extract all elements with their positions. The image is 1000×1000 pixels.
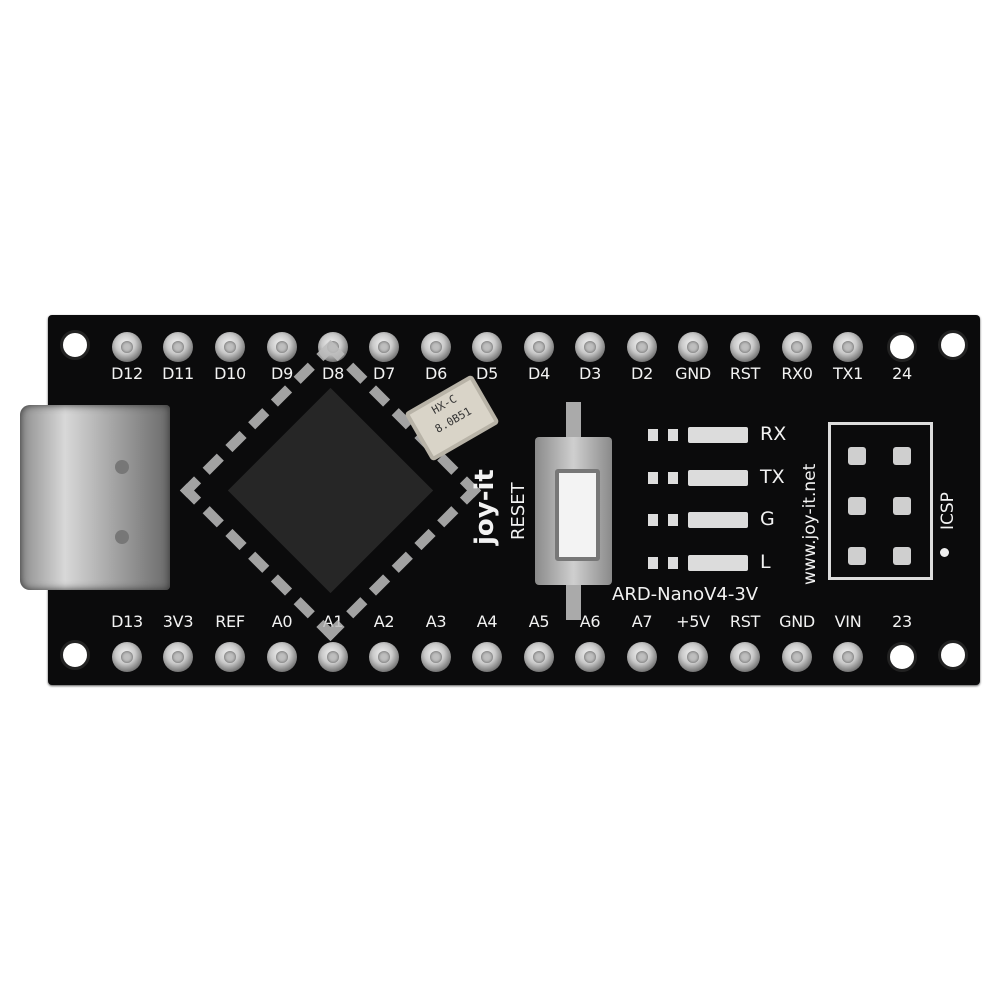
- header-pin: [318, 642, 348, 672]
- header-pin: [472, 642, 502, 672]
- pin-label: VIN: [834, 612, 862, 631]
- pin-label: +5V: [676, 612, 710, 631]
- header-pin: [369, 642, 399, 672]
- mounting-hole: [60, 330, 90, 360]
- header-pin: [627, 332, 657, 362]
- button-lead: [566, 402, 581, 438]
- header-pin: [318, 332, 348, 362]
- status-led: [688, 512, 748, 528]
- pin-label: D10: [214, 364, 246, 383]
- mounting-hole: [938, 640, 968, 670]
- pin-label: A6: [579, 612, 601, 631]
- pin-label: TX1: [832, 364, 864, 383]
- header-pin: [421, 332, 451, 362]
- usb-screw: [115, 530, 129, 544]
- pin-label: REF: [215, 612, 245, 631]
- header-pin: [524, 332, 554, 362]
- header-pin: [730, 642, 760, 672]
- pin-label: D9: [271, 364, 293, 383]
- pin-label: A3: [425, 612, 447, 631]
- header-pin: [215, 332, 245, 362]
- header-pin: [678, 332, 708, 362]
- header-pin: [627, 642, 657, 672]
- arduino-nano-board: [48, 315, 980, 685]
- reset-button-cap[interactable]: [555, 469, 600, 561]
- button-lead: [566, 584, 581, 620]
- header-pin: [215, 642, 245, 672]
- header-pin: [730, 332, 760, 362]
- header-pin: [112, 332, 142, 362]
- pin-label: D12: [111, 364, 143, 383]
- header-pin: [678, 642, 708, 672]
- header-pin: [112, 642, 142, 672]
- usb-c-connector: [20, 405, 170, 590]
- pin-label: D13: [111, 612, 143, 631]
- pin-label: D5: [476, 364, 498, 383]
- pin-label: D11: [162, 364, 194, 383]
- pin-label: 24: [892, 364, 912, 383]
- pin-label: RX0: [781, 364, 813, 383]
- pin-label: D3: [579, 364, 601, 383]
- header-pin: [163, 642, 193, 672]
- header-pin: [472, 332, 502, 362]
- pin-label: D7: [373, 364, 395, 383]
- status-led: [688, 470, 748, 486]
- pin-hole: [887, 332, 917, 362]
- reset-button[interactable]: [535, 437, 612, 585]
- pin-label: 3V3: [162, 612, 194, 631]
- pin-label: D4: [528, 364, 550, 383]
- pin-label: A1: [322, 612, 344, 631]
- pin-label: GND: [675, 364, 711, 383]
- led-label: L: [760, 551, 771, 573]
- pin-label: A2: [373, 612, 395, 631]
- pin-label: GND: [779, 612, 815, 631]
- pin-label: D8: [322, 364, 344, 383]
- mounting-hole: [60, 640, 90, 670]
- header-pin: [782, 642, 812, 672]
- icsp-header: [828, 422, 933, 580]
- pin-label: D6: [425, 364, 447, 383]
- pin1-marker: [940, 548, 949, 557]
- pin-label: RST: [729, 612, 761, 631]
- pin-label: A7: [631, 612, 653, 631]
- pin-label: D2: [631, 364, 653, 383]
- header-pin: [267, 642, 297, 672]
- model-label: ARD-NanoV4-3V: [612, 584, 759, 605]
- header-pin: [369, 332, 399, 362]
- pin-label: A4: [476, 612, 498, 631]
- header-pin: [575, 642, 605, 672]
- led-label: TX: [760, 466, 785, 488]
- header-pin: [575, 332, 605, 362]
- brand-logo: joy-it: [470, 469, 500, 545]
- icsp-label: ICSP: [938, 492, 958, 530]
- usb-screw: [115, 460, 129, 474]
- header-pin: [782, 332, 812, 362]
- header-pin: [421, 642, 451, 672]
- header-pin: [833, 332, 863, 362]
- website-label: www.joy-it.net: [800, 463, 820, 585]
- header-pin: [833, 642, 863, 672]
- pin-label: A0: [271, 612, 293, 631]
- header-pin: [267, 332, 297, 362]
- pin-label: RST: [729, 364, 761, 383]
- status-led: [688, 555, 748, 571]
- header-pin: [163, 332, 193, 362]
- reset-label: RESET: [508, 482, 529, 540]
- led-label: G: [760, 508, 775, 530]
- pin-label: A5: [528, 612, 550, 631]
- pin-label: 23: [892, 612, 912, 631]
- led-label: RX: [760, 423, 787, 445]
- status-led: [688, 427, 748, 443]
- pin-hole: [887, 642, 917, 672]
- mounting-hole: [938, 330, 968, 360]
- header-pin: [524, 642, 554, 672]
